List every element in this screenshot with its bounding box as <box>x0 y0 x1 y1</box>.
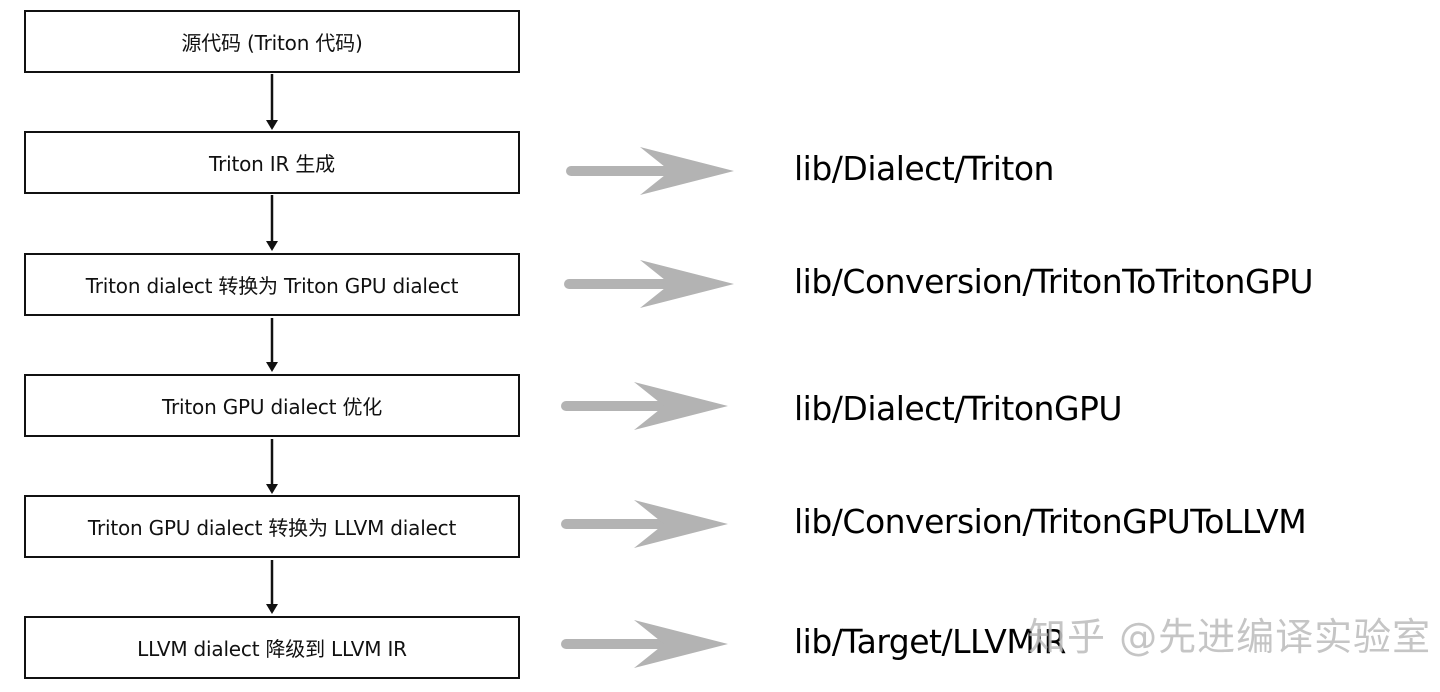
path-target-llvmir: lib/Target/LLVMIR <box>794 622 1066 661</box>
path-conversion-tritongpu-to-llvm: lib/Conversion/TritonGPUToLLVM <box>794 502 1307 541</box>
step-triton-ir: Triton IR 生成 <box>24 131 520 194</box>
mapping-arrow-2 <box>564 260 734 308</box>
mapping-arrow-4 <box>561 500 728 548</box>
path-dialect-triton: lib/Dialect/Triton <box>794 149 1054 188</box>
mapping-arrow-3 <box>561 382 728 430</box>
step-triton-ir-label: Triton IR 生成 <box>209 152 335 176</box>
step-source-code-label: 源代码 (Triton 代码) <box>181 31 363 55</box>
step-llvm-lowering: LLVM dialect 降级到 LLVM IR <box>24 616 520 679</box>
step-triton-to-tritongpu-label: Triton dialect 转换为 Triton GPU dialect <box>85 274 459 298</box>
step-tritongpu-to-llvm: Triton GPU dialect 转换为 LLVM dialect <box>24 495 520 558</box>
step-source-code: 源代码 (Triton 代码) <box>24 10 520 73</box>
step-llvm-lowering-label: LLVM dialect 降级到 LLVM IR <box>137 637 407 661</box>
step-tritongpu-optimize-label: Triton GPU dialect 优化 <box>161 395 383 419</box>
path-conversion-triton-to-tritongpu: lib/Conversion/TritonToTritonGPU <box>794 262 1314 301</box>
watermark: 知乎 @先进编译实验室 <box>1028 615 1432 659</box>
mapping-arrow-5 <box>561 620 728 668</box>
path-dialect-tritongpu: lib/Dialect/TritonGPU <box>794 389 1123 428</box>
step-tritongpu-optimize: Triton GPU dialect 优化 <box>24 374 520 437</box>
step-triton-to-tritongpu: Triton dialect 转换为 Triton GPU dialect <box>24 253 520 316</box>
step-tritongpu-to-llvm-label: Triton GPU dialect 转换为 LLVM dialect <box>87 516 457 540</box>
mapping-arrow-1 <box>566 147 734 195</box>
